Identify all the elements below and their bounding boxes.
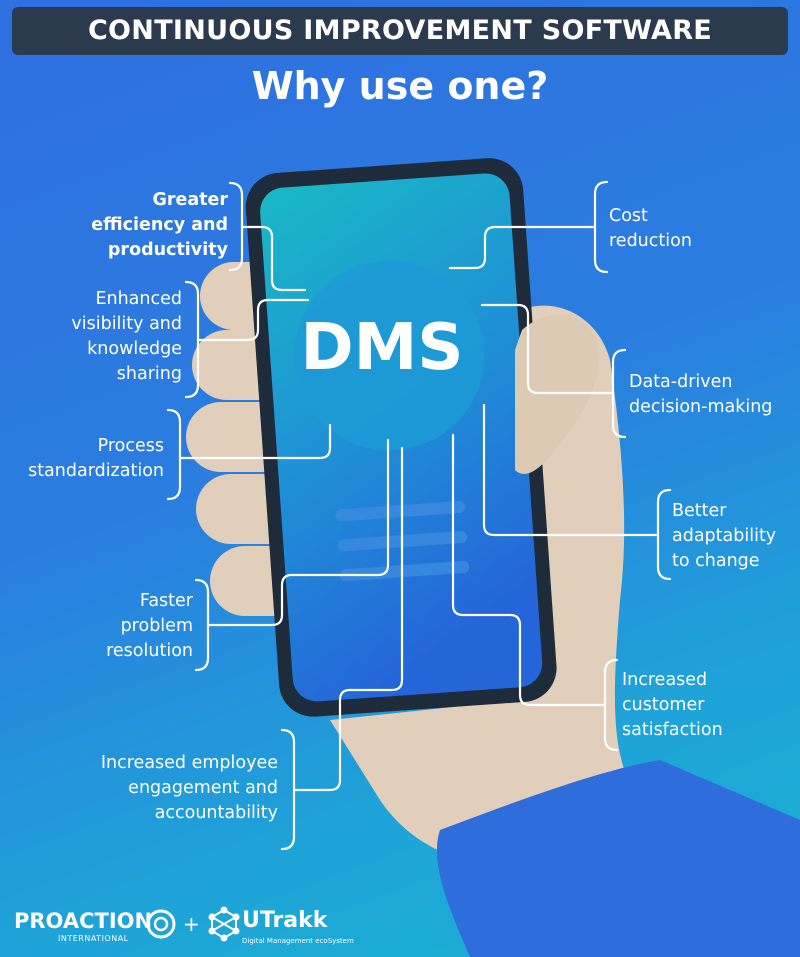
- page-subtitle: Why use one?: [251, 64, 549, 108]
- phone: [245, 158, 557, 717]
- benefit-efficiency: Greater efficiency and productivity: [91, 190, 228, 260]
- benefit-data-driven: Data-driven decision-making: [629, 372, 773, 417]
- header-title: CONTINUOUS IMPROVEMENT SOFTWARE: [12, 7, 788, 55]
- utrakk-logo-icon: [208, 906, 240, 942]
- benefit-visibility: Enhanced visibility and knowledge sharin…: [71, 289, 182, 384]
- benefit-satisfaction: Increased customer satisfaction: [622, 670, 723, 740]
- utrakk-logo-subtext: Digital Management ecoSystem: [242, 937, 354, 945]
- connector-lines: [166, 180, 672, 851]
- benefit-problem-resolution: Faster problem resolution: [106, 591, 193, 661]
- sleeve: [436, 760, 800, 957]
- utrakk-logo-text: UTrakk: [242, 908, 328, 933]
- plus-sign: +: [183, 912, 200, 936]
- hand-palm: [330, 305, 640, 868]
- dms-label: DMS: [300, 311, 464, 385]
- proaction-logo-text: PROACTION: [14, 909, 153, 933]
- benefit-standardization: Process standardization: [28, 436, 164, 481]
- proaction-logo-icon: [146, 909, 176, 939]
- benefit-engagement: Increased employee engagement and accoun…: [100, 753, 278, 823]
- hand-thumb: [515, 314, 600, 474]
- benefit-adaptability: Better adaptability to change: [672, 501, 777, 571]
- proaction-logo-subtext: INTERNATIONAL: [58, 934, 129, 943]
- benefit-cost: Cost reduction: [609, 206, 692, 251]
